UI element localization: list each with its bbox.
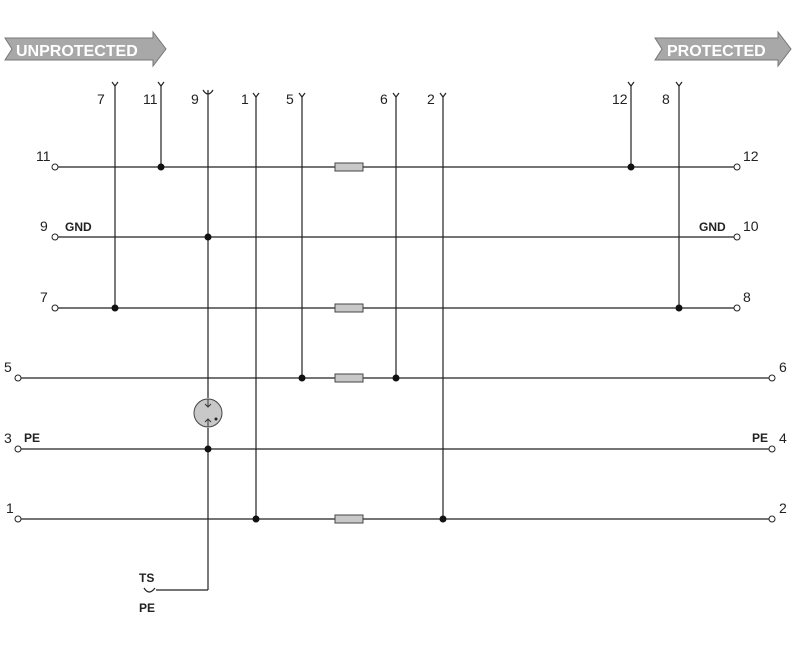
unprotected-label: UNPROTECTED [16,43,138,60]
vertical-wires [114,86,680,591]
gnd-label: GND [65,220,92,234]
terminal-label: 12 [743,148,759,164]
terminal-label: 11 [36,148,51,164]
terminal-label: 5 [4,359,12,375]
junction-dots [111,163,683,523]
pin-label: 1 [241,91,249,107]
terminal-label: 4 [779,430,787,446]
resistors [334,162,364,524]
ts-pe-socket [143,587,156,593]
protected-banner: PROTECTED [654,30,792,68]
terminal-label: 2 [779,500,787,516]
terminal-label: 10 [743,218,759,234]
gas-discharge-tube [193,398,223,428]
terminal-label: 7 [40,289,48,305]
pin-label: 6 [380,91,388,107]
protected-label: PROTECTED [667,43,766,60]
terminal-label: 3 [4,430,12,446]
terminal-label: 9 [40,218,48,234]
horizontal-wires [21,166,769,520]
pe-bottom-label: PE [139,601,155,615]
ts-label: TS [139,571,154,585]
pin-label: 11 [143,91,158,107]
top-pin-labels: 7 11 9 1 5 6 2 12 8 [97,91,670,107]
pin-label: 7 [97,91,105,107]
pe-label: PE [24,431,40,445]
pin-connectors [111,81,683,98]
terminal-label: 1 [6,500,14,516]
pin-label: 2 [427,91,435,107]
right-terminal-labels: 12 10 8 6 4 2 [743,148,787,516]
pin-label: 5 [286,91,294,107]
pin-label: 12 [612,91,628,107]
pin-label: 8 [662,91,670,107]
pin-label: 9 [191,91,199,107]
terminal-label: 6 [779,359,787,375]
unprotected-banner: UNPROTECTED [4,30,167,68]
terminals [14,163,776,523]
gnd-label: GND [699,220,726,234]
pe-label: PE [752,431,768,445]
left-terminal-labels: 11 9 7 5 3 1 [4,148,51,516]
terminal-label: 8 [743,289,751,305]
